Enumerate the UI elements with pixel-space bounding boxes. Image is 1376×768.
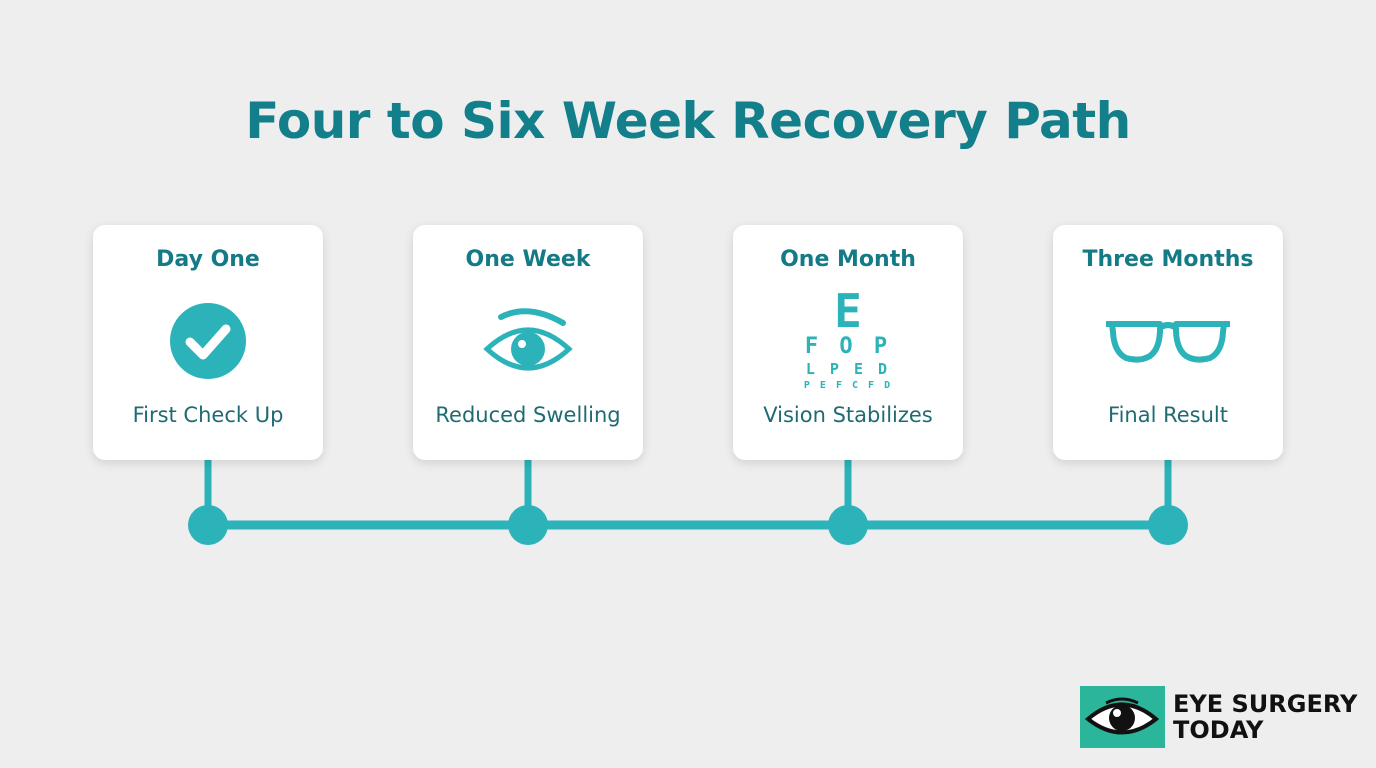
stage-caption: Final Result <box>1108 403 1228 427</box>
stage-title: Day One <box>156 247 260 272</box>
glasses-icon <box>1106 321 1230 363</box>
timeline-node <box>1148 505 1188 545</box>
stage-caption: First Check Up <box>132 403 284 427</box>
logo-text-line2: TODAY <box>1173 716 1264 744</box>
timeline-node <box>188 505 228 545</box>
brand-logo: EYE SURGERY TODAY <box>1080 686 1357 748</box>
eye-chart-row: F O P <box>804 333 892 359</box>
eye-chart-row: E <box>834 283 862 338</box>
eye-chart-row: P E F C F D <box>803 379 893 391</box>
checkmark-circle-icon <box>170 303 246 379</box>
stage-caption: Vision Stabilizes <box>763 403 933 427</box>
stage-title: Three Months <box>1082 247 1254 272</box>
stage-caption: Reduced Swelling <box>435 403 621 427</box>
stage-card-day-one: Day One First Check Up <box>93 225 323 460</box>
stage-card-one-week: One Week Reduced Swelling <box>413 225 643 460</box>
eye-chart-icon: E F O P L P E D P E F C F D <box>804 288 892 391</box>
eye-icon <box>483 308 573 371</box>
eye-logo-icon <box>1080 686 1165 748</box>
stage-card-one-month: One Month E F O P L P E D P E F C F D Vi… <box>733 225 963 460</box>
eye-chart-row: L P E D <box>805 359 891 378</box>
stage-card-three-months: Three Months Final Result <box>1053 225 1283 460</box>
timeline-node <box>828 505 868 545</box>
stage-title: One Week <box>465 247 591 272</box>
timeline-node <box>508 505 548 545</box>
logo-text-line1: EYE SURGERY <box>1173 690 1358 718</box>
stage-title: One Month <box>780 247 916 272</box>
page-title: Four to Six Week Recovery Path <box>245 92 1131 150</box>
